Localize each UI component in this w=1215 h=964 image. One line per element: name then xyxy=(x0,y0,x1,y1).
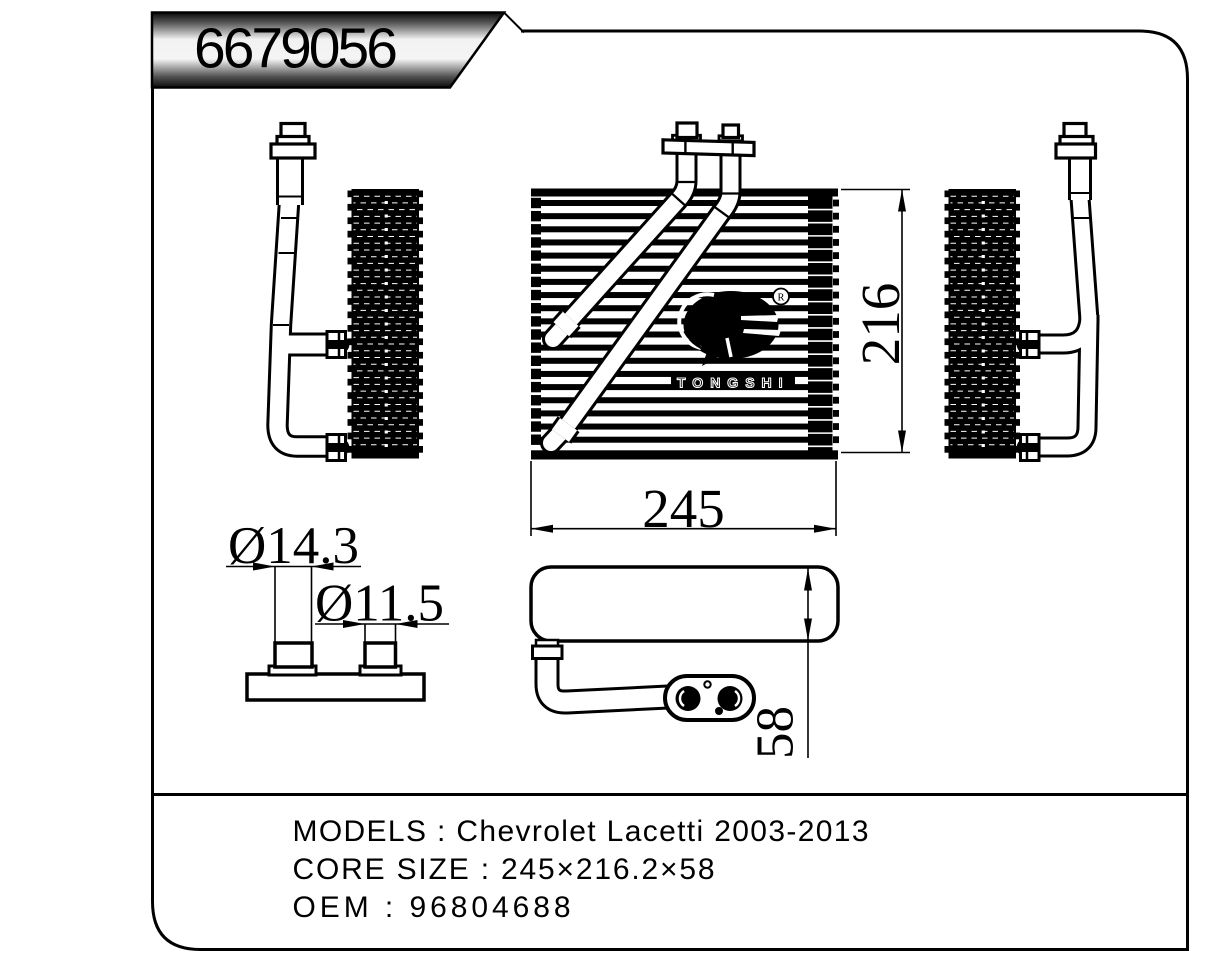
svg-text:245: 245 xyxy=(642,478,725,539)
svg-text:MODELS : Chevrolet Lacetti 200: MODELS : Chevrolet Lacetti 2003-2013 xyxy=(293,815,869,848)
svg-text:6679056: 6679056 xyxy=(194,17,396,81)
svg-text:OEM : 96804688: OEM : 96804688 xyxy=(293,891,571,924)
svg-text:Ø11.5: Ø11.5 xyxy=(315,575,444,633)
svg-text:Ø14.3: Ø14.3 xyxy=(228,517,359,575)
svg-text:216: 216 xyxy=(850,283,911,366)
svg-text:R: R xyxy=(777,293,784,304)
svg-text:58: 58 xyxy=(747,706,805,759)
svg-text:CORE SIZE : 245×216.2×58: CORE SIZE : 245×216.2×58 xyxy=(293,853,715,886)
svg-text:TONGSHI: TONGSHI xyxy=(677,375,790,391)
